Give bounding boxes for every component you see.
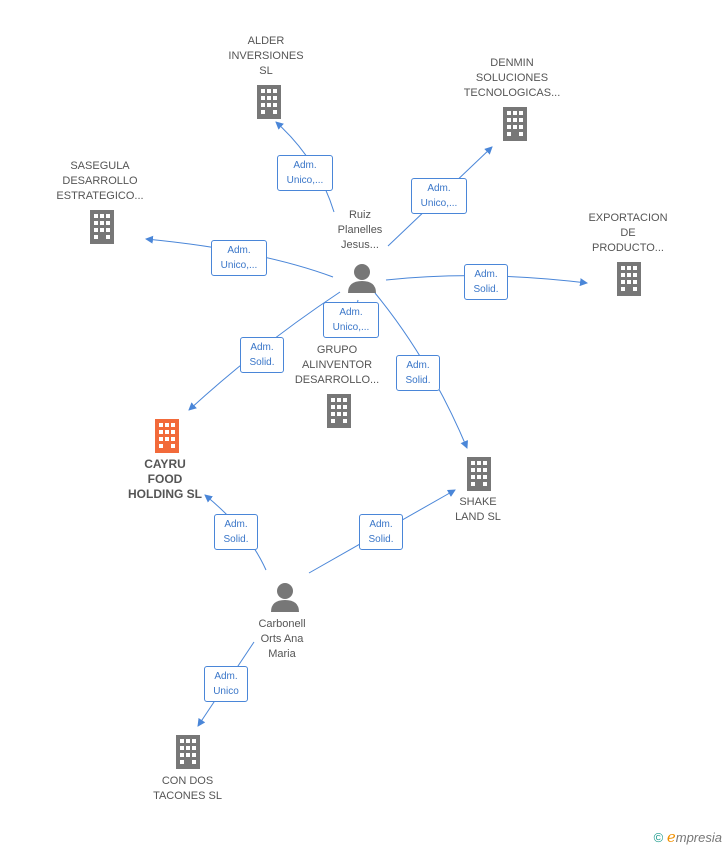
building-icon[interactable] — [173, 735, 203, 769]
edge-label-carbonell-condos: Adm.Unico — [204, 666, 248, 702]
building-icon[interactable] — [254, 85, 284, 119]
edge-label-carbonell-cayru: Adm.Solid. — [214, 514, 258, 550]
building-icon[interactable] — [500, 107, 530, 141]
empresia-watermark: © empresia — [654, 828, 722, 846]
edge-label-carbonell-shake: Adm.Solid. — [359, 514, 403, 550]
edge-label-ruiz-shake: Adm.Solid. — [396, 355, 440, 391]
person-icon[interactable] — [346, 263, 378, 293]
edge-label-ruiz-exportacion: Adm.Solid. — [464, 264, 508, 300]
edge-label-ruiz-grupo: Adm.Unico,... — [323, 302, 379, 338]
brand-name: mpresia — [675, 830, 722, 845]
edge-label-ruiz-denmin: Adm.Unico,... — [411, 178, 467, 214]
brand-initial: e — [666, 828, 676, 846]
edge-label-ruiz-cayru: Adm.Solid. — [240, 337, 284, 373]
copyright-icon: © — [653, 830, 664, 845]
edge-label-ruiz-sasegula: Adm.Unico,... — [211, 240, 267, 276]
building-icon[interactable] — [87, 210, 117, 244]
edge-label-ruiz-alder: Adm.Unico,... — [277, 155, 333, 191]
person-icon[interactable] — [269, 582, 301, 612]
building-icon[interactable] — [324, 394, 354, 428]
building-icon[interactable] — [614, 262, 644, 296]
building-icon-highlight[interactable] — [152, 419, 182, 453]
building-icon[interactable] — [464, 457, 494, 491]
